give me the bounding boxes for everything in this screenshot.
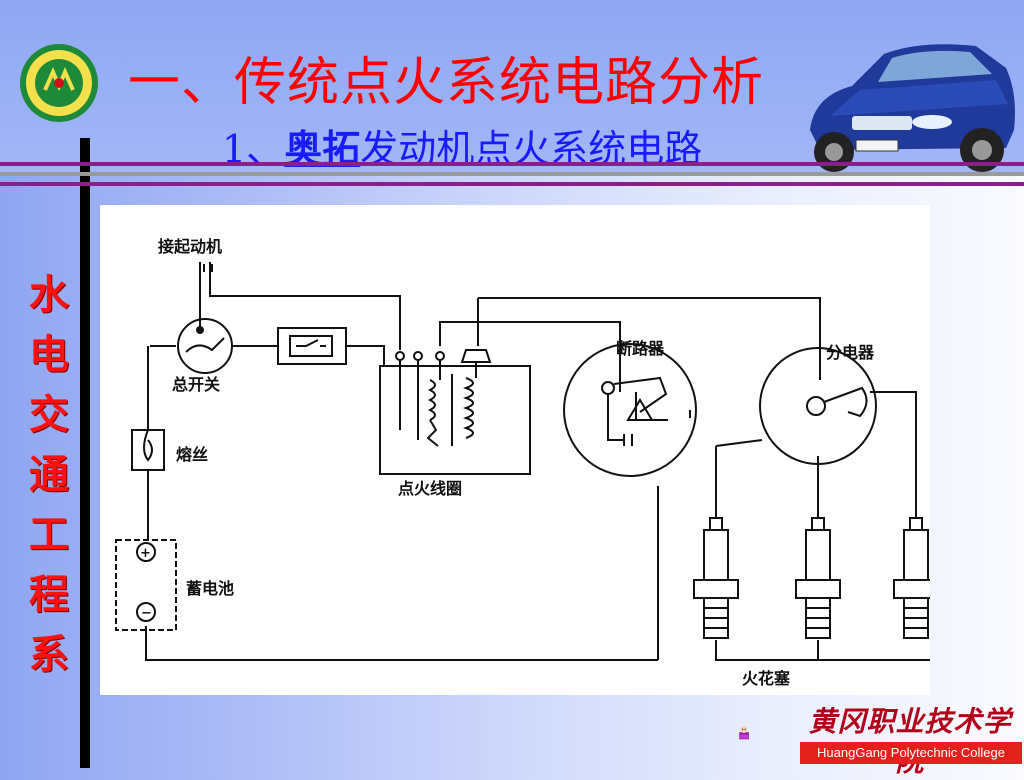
side-char: 工 — [29, 511, 69, 558]
label-main-switch: 总开关 — [172, 375, 220, 394]
side-char: 通 — [29, 451, 69, 498]
spark-plug-2-icon — [795, 517, 841, 639]
label-spark-plugs: 火花塞 — [742, 669, 791, 688]
header-rule-middle — [0, 172, 1024, 176]
header-rule-bottom — [0, 182, 1024, 186]
distributor-icon — [759, 347, 877, 465]
slide-title: 一、传统点火系统电路分析 — [128, 53, 765, 113]
ignition-coil-icon — [379, 365, 531, 475]
car-image-icon — [810, 44, 1015, 172]
side-char: 系 — [29, 631, 69, 678]
relay-icon — [277, 327, 347, 365]
label-breaker: 断路器 — [616, 339, 665, 358]
left-vertical-bar — [80, 138, 90, 768]
fuse-icon — [131, 429, 165, 471]
main-switch-icon — [177, 318, 233, 374]
school-logo-icon — [20, 44, 98, 122]
college-name-cn: 黄冈职业技术学院 — [808, 705, 1012, 778]
label-battery: 蓄电池 — [186, 579, 234, 598]
side-char: 交 — [29, 391, 69, 438]
wire-starter — [209, 262, 401, 350]
ignition-circuit-diagram: 总开关 熔丝 + − 蓄电池 点火线圈 断路器 分电器 — [100, 205, 939, 695]
spark-plug-1-icon — [693, 517, 739, 639]
battery-minus: − — [141, 606, 152, 621]
spark-plug-3-icon — [893, 517, 939, 639]
battery-icon — [115, 539, 177, 631]
side-char: 电 — [29, 331, 69, 378]
wire-top-bus — [478, 297, 821, 380]
side-char: 水 — [29, 271, 69, 318]
header-rule-top — [0, 162, 1024, 166]
label-starter: 接起动机 — [158, 237, 222, 256]
college-name-en: HuangGang Polytechnic College — [800, 742, 1022, 764]
label-fuse: 熔丝 — [176, 445, 208, 464]
breaker-icon — [563, 343, 697, 477]
label-ignition-coil: 点火线圈 — [398, 479, 462, 498]
side-char: 程 — [29, 571, 69, 618]
department-label: 水 电 交 通 工 程 系 — [26, 265, 72, 685]
battery-plus: + — [140, 546, 151, 561]
label-distributor: 分电器 — [826, 343, 875, 362]
college-mascot-icon — [739, 726, 749, 740]
